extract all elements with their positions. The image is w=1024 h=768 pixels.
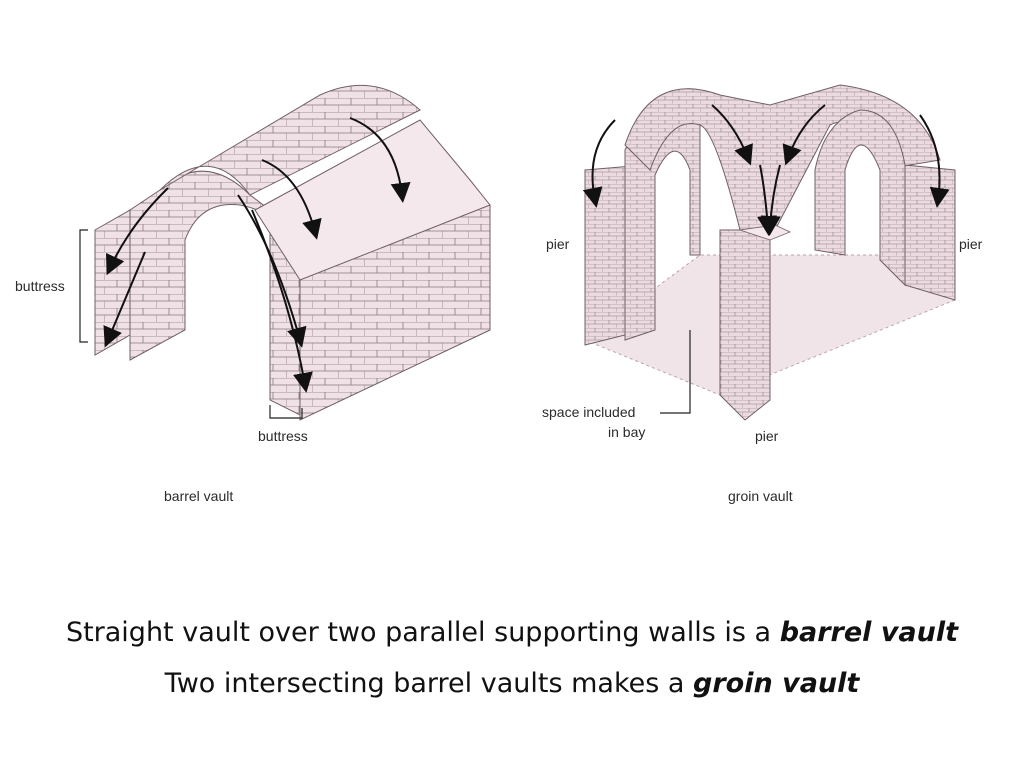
caption-line-1-text: Straight vault over two parallel support… — [65, 617, 780, 648]
barrel-force-arrow — [105, 187, 169, 276]
barrel-force-arrow — [349, 117, 411, 203]
barrel-left-buttress — [94, 209, 131, 356]
barrel-vault-title: barrel vault — [164, 488, 234, 504]
groin-force-arrow — [582, 119, 616, 208]
label-pier-right: pier — [959, 236, 983, 252]
groin-front-pier — [719, 229, 771, 421]
label-buttress-left: buttress — [15, 278, 65, 294]
caption-line-2: Two intersecting barrel vaults makes a g… — [0, 668, 1024, 699]
label-space-line2: in bay — [608, 424, 646, 440]
groin-right-arch — [814, 109, 906, 287]
barrel-force-arrow — [261, 159, 322, 240]
caption-line-2-text: Two intersecting barrel vaults makes a — [164, 668, 694, 699]
caption-line-1: Straight vault over two parallel support… — [0, 617, 1024, 648]
groin-force-arrow — [711, 104, 753, 166]
buttress-bracket-bottom — [269, 405, 303, 419]
label-pier-bottom: pier — [755, 428, 779, 444]
barrel-force-arrow — [251, 209, 313, 393]
caption-line-2-emphasis: groin vault — [693, 668, 860, 699]
caption-line-1-emphasis: barrel vault — [779, 617, 959, 648]
barrel-force-arrow — [103, 251, 146, 348]
label-pier-left: pier — [546, 236, 570, 252]
groin-force-arrow — [760, 164, 781, 236]
groin-vault-title: groin vault — [728, 488, 793, 504]
groin-vault-drawing — [582, 84, 956, 421]
barrel-vault-roof — [159, 84, 421, 196]
groin-force-arrow — [919, 114, 950, 208]
label-buttress-bottom: buttress — [258, 428, 308, 444]
groin-force-arrow — [782, 104, 826, 166]
barrel-wall-top — [254, 119, 491, 281]
groin-right-pier — [904, 164, 956, 301]
buttress-bracket-left — [79, 229, 88, 343]
barrel-vault-drawing — [79, 84, 491, 421]
label-space-line1: space included — [542, 404, 636, 420]
space-leader-line — [660, 330, 691, 414]
